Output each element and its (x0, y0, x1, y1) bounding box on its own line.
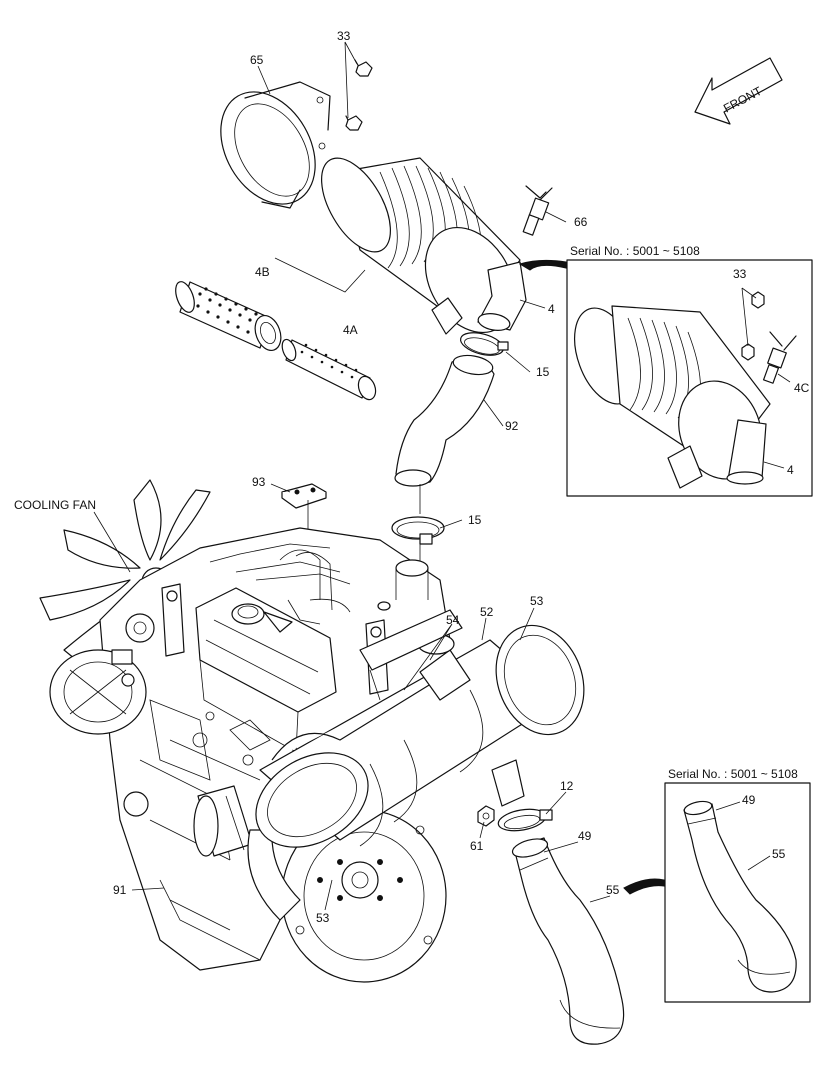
inset-top-callout-33: 33 (733, 267, 747, 281)
callout-49: 49 (578, 829, 592, 843)
callout-61: 61 (470, 839, 484, 853)
callout-52: 52 (480, 605, 494, 619)
inner-filter-element (281, 338, 377, 401)
hose-clamp-lower (391, 516, 445, 545)
inset-bottom-callout-49: 49 (742, 793, 756, 807)
leader-lines (93, 41, 611, 911)
callout-4: 4 (548, 302, 555, 316)
alternator (49, 649, 147, 735)
muffler-52 (255, 609, 585, 848)
callout-4a: 4A (343, 323, 358, 337)
callout-4b: 4B (255, 265, 270, 279)
outer-filter-element (175, 281, 282, 352)
callout-92: 92 (505, 419, 519, 433)
inset-bottom-serial: Serial No. : 5001 ~ 5108 (668, 767, 798, 781)
callout-55: 55 (606, 883, 620, 897)
callout-numbers: 33 65 66 4B 4A 4 15 92 93 15 54 52 53 12… (14, 29, 620, 925)
callout-15-upper: 15 (536, 365, 550, 379)
inset-bottom-callout-55: 55 (772, 847, 786, 861)
clamp-12 (497, 808, 553, 832)
hose-clamp-upper (459, 332, 509, 356)
tail-pipe-assembly (511, 837, 625, 1045)
inset-top-serial: Serial No. : 5001 ~ 5108 (570, 244, 700, 258)
callout-93: 93 (252, 475, 266, 489)
bolt-33-pair (345, 59, 373, 131)
air-cleaner-bracket (220, 81, 331, 209)
callout-66: 66 (574, 215, 588, 229)
callout-33: 33 (337, 29, 351, 43)
front-direction-arrow-icon: FRONT (694, 57, 783, 125)
inset-top-callout-4: 4 (787, 463, 794, 477)
air-cleaner-canister (321, 157, 527, 335)
callout-65: 65 (250, 53, 264, 67)
callout-91: 91 (113, 883, 127, 897)
restriction-indicator (522, 185, 553, 236)
engine-block (39, 479, 451, 983)
callout-53-bottom: 53 (316, 911, 330, 925)
callout-12: 12 (560, 779, 574, 793)
callout-15-lower: 15 (468, 513, 482, 527)
cooling-fan-label: COOLING FAN (14, 498, 96, 512)
inset-bottom-panel: Serial No. : 5001 ~ 5108 49 55 (623, 767, 811, 1003)
callout-54: 54 (446, 613, 460, 627)
air-cleaner-assembly (220, 59, 553, 335)
inset-top-callout-4c: 4C (794, 381, 810, 395)
intake-hose-92 (394, 354, 495, 487)
inset-top-panel: Serial No. : 5001 ~ 5108 33 4C 4 (518, 244, 813, 497)
cover-plate-93 (281, 483, 327, 509)
nut-61 (477, 805, 495, 827)
callout-53-right: 53 (530, 594, 544, 608)
